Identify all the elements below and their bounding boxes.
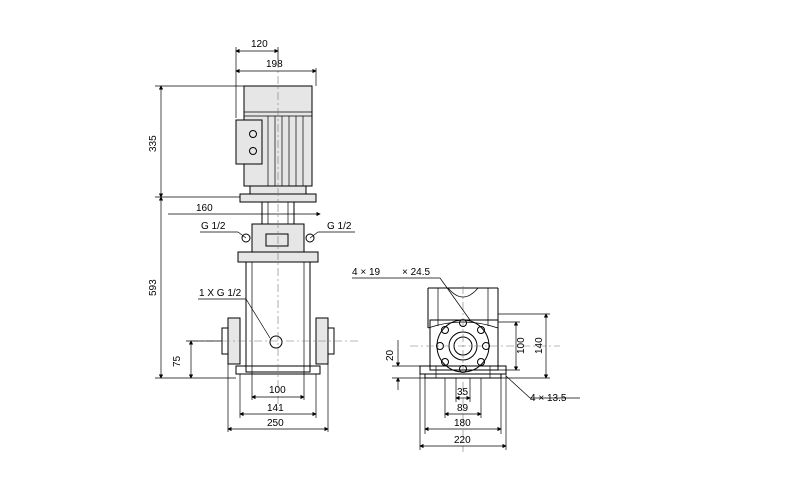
dim-bore-35: 35 — [457, 387, 469, 398]
dim-flange-inner: 100 — [516, 337, 527, 354]
flange-view: 4 × 19 × 24.5 100 140 20 35 89 180 220 4… — [352, 267, 580, 452]
dim-foot-220: 220 — [454, 435, 471, 446]
dim-top-120: 120 — [251, 39, 268, 50]
motor — [235, 85, 317, 203]
dim-base-100: 100 — [269, 385, 286, 396]
dim-coupling-width: 160 — [196, 203, 213, 214]
dim-bore-89: 89 — [457, 403, 469, 414]
label-drain-plug: 1 X G 1/2 — [199, 288, 242, 299]
label-flange-bolts: 4 × 19 — [352, 267, 381, 278]
dim-motor-height: 335 — [148, 135, 159, 152]
dim-top-198: 198 — [266, 59, 283, 70]
front-view: 120 198 335 593 160 G 1/2 G 1/2 1 X G 1/… — [148, 39, 360, 432]
dim-base-250: 250 — [267, 418, 284, 429]
dim-base-141: 141 — [267, 403, 284, 414]
dim-pump-height: 593 — [148, 279, 159, 296]
label-flange-pcd: × 24.5 — [402, 267, 431, 278]
label-port-right: G 1/2 — [327, 221, 352, 232]
label-port-left: G 1/2 — [201, 221, 226, 232]
dim-base-height: 20 — [385, 349, 396, 361]
label-foot-holes: 4 × 13.5 — [530, 393, 567, 404]
dim-flange-outer: 140 — [534, 337, 545, 354]
dim-inlet-height: 75 — [172, 355, 183, 367]
dim-foot-180: 180 — [454, 418, 471, 429]
